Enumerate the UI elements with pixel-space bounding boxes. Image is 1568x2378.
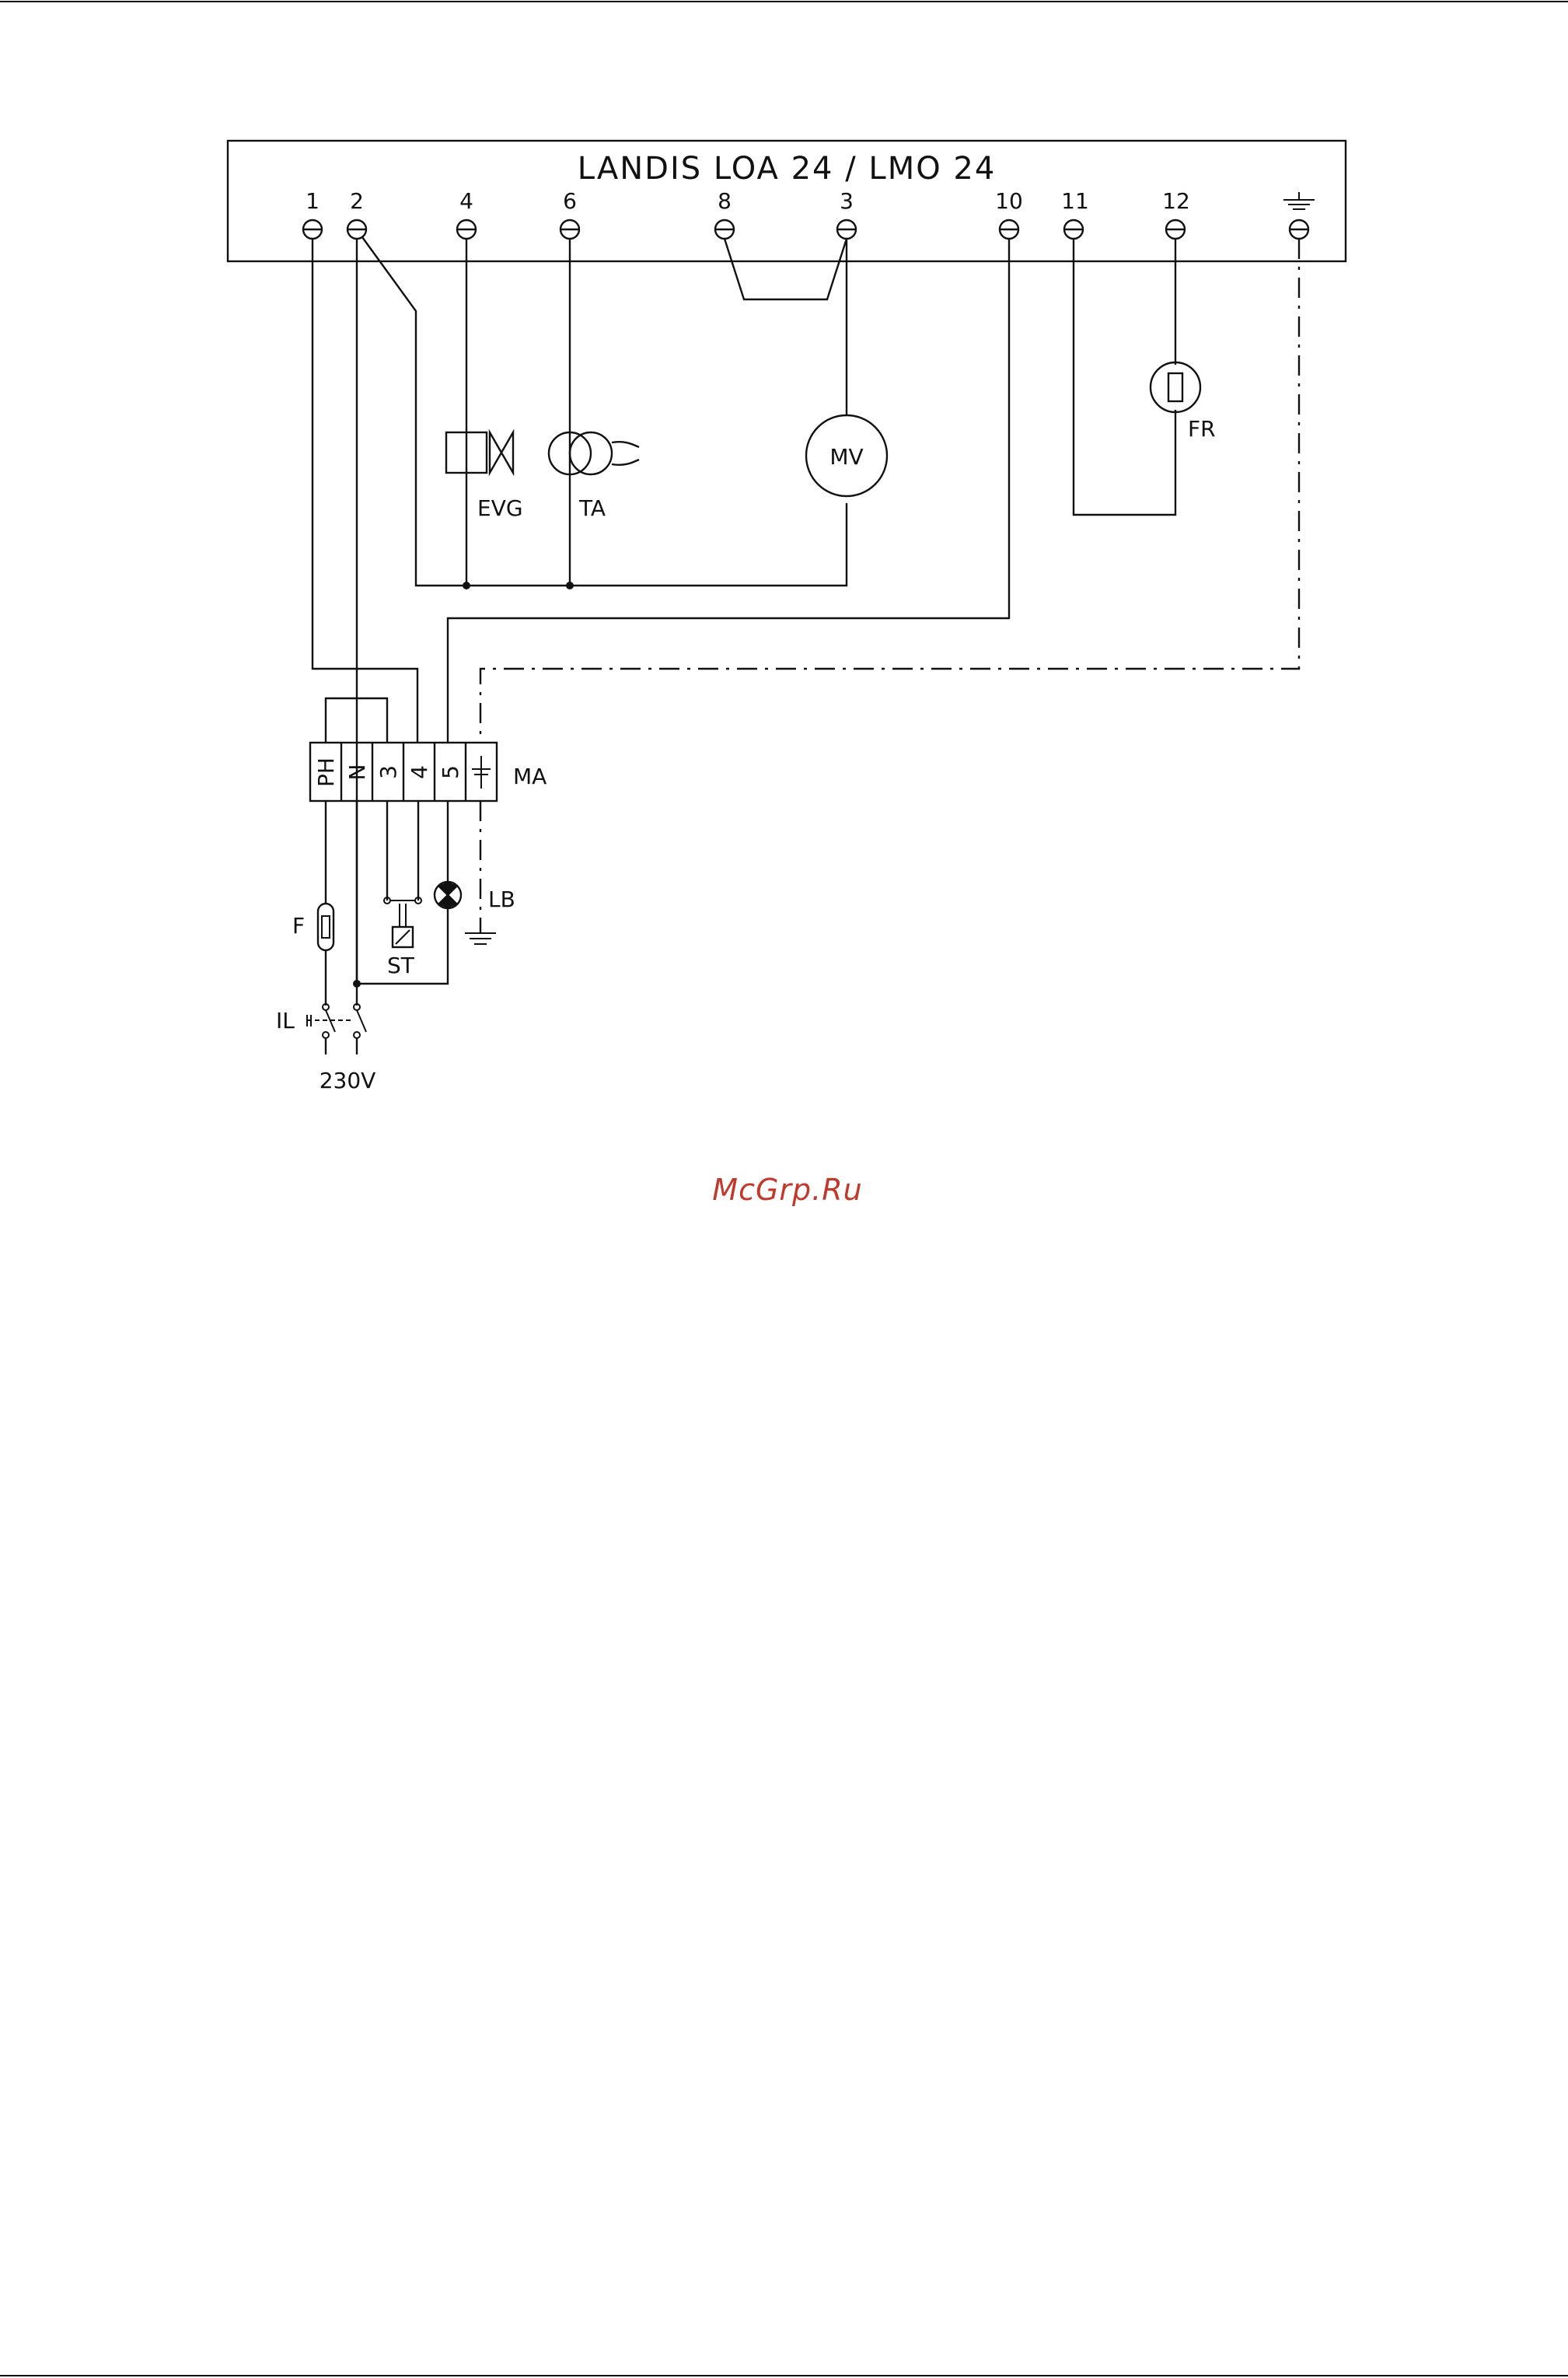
ma-terminal-5: 5	[438, 765, 463, 779]
fuse-label: F	[292, 913, 305, 939]
terminal-label-1: 1	[306, 188, 320, 214]
junction-ta	[566, 582, 574, 589]
ta-label: TA	[578, 495, 606, 521]
screw-1	[303, 220, 322, 239]
screw-3	[837, 220, 856, 239]
ma-terminal-ph: PH	[313, 757, 339, 787]
screw-6	[560, 220, 579, 239]
st-label: ST	[387, 953, 415, 978]
terminal-label-8: 8	[718, 188, 732, 214]
terminal-label-12: 12	[1162, 188, 1190, 214]
fr-label: FR	[1188, 416, 1216, 442]
controller-ground-icon	[1283, 192, 1315, 209]
controller-title: LANDIS LOA 24 / LMO 24	[578, 151, 997, 187]
lb-label: LB	[488, 887, 515, 912]
wire-2-neutral-bus	[362, 237, 847, 586]
wire-10	[448, 239, 1009, 743]
screw-4	[457, 220, 476, 239]
screw-12	[1166, 220, 1185, 239]
wire-11-12	[1074, 239, 1175, 515]
terminal-label-2: 2	[350, 188, 364, 214]
terminal-screws	[303, 220, 1308, 239]
ma-label: MA	[513, 764, 547, 789]
ma-terminal-4: 4	[407, 765, 432, 779]
screw-11	[1064, 220, 1083, 239]
terminal-label-10: 10	[995, 188, 1023, 214]
fuse-icon	[318, 904, 334, 950]
junction-n	[353, 980, 361, 988]
ma-terminal-n: N	[344, 764, 370, 781]
screw-2	[347, 220, 366, 239]
screw-10	[1000, 220, 1018, 239]
ta-transformer-icon	[549, 432, 639, 474]
bridge-8-3	[725, 239, 847, 299]
il-switch-icon	[307, 1004, 366, 1054]
lb-ground-icon	[465, 933, 496, 944]
evg-label: EVG	[477, 495, 523, 521]
terminal-label-4: 4	[459, 188, 473, 214]
screw-ground	[1290, 220, 1308, 239]
lb-lamp-icon	[435, 882, 461, 908]
terminal-label-3: 3	[840, 188, 854, 214]
terminal-label-11: 11	[1061, 188, 1089, 214]
il-label: IL	[276, 1008, 295, 1033]
evg-valve-icon	[446, 432, 513, 473]
supply-label: 230V	[320, 1068, 376, 1093]
junction-evg	[463, 582, 470, 589]
fr-photocell-icon	[1151, 362, 1200, 412]
mv-label: MV	[829, 444, 863, 470]
wiring	[313, 237, 1299, 985]
terminal-label-6: 6	[563, 188, 577, 214]
ma-terminal-3: 3	[375, 765, 401, 779]
ma-ground-icon	[472, 756, 491, 789]
screw-8	[715, 220, 734, 239]
wire-1	[313, 239, 417, 743]
st-switch-icon	[384, 897, 421, 947]
watermark: McGrp.Ru	[712, 1173, 862, 1207]
